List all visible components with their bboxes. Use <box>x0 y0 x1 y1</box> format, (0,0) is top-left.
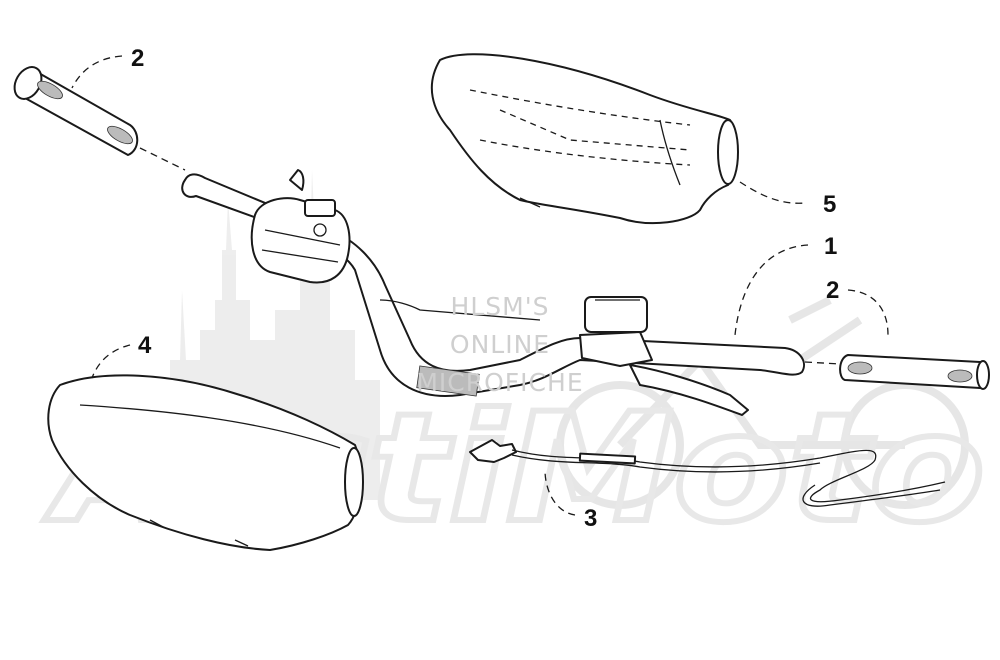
callout-2-right: 2 <box>826 277 839 304</box>
grip-left <box>13 66 139 156</box>
brake-master-cylinder <box>579 296 749 416</box>
handlebar-pad-upper <box>430 53 739 224</box>
callout-1: 1 <box>824 233 837 260</box>
watermark-line-1: HLSM'S <box>450 292 550 321</box>
callout-5: 5 <box>823 191 836 218</box>
handlebar-tube <box>181 173 805 397</box>
throttle-cable <box>469 439 946 507</box>
knurled-section <box>416 365 480 397</box>
callouts: 2 5 1 2 4 3 <box>131 45 839 532</box>
leader-5 <box>739 181 806 204</box>
grip-right <box>839 354 990 390</box>
leader-2-right <box>847 289 889 336</box>
watermark-line-2: ONLINE <box>449 330 551 359</box>
callout-3: 3 <box>584 505 597 532</box>
callout-2-left: 2 <box>131 45 144 72</box>
leader-bar-to-grip <box>804 361 841 365</box>
callout-4: 4 <box>138 332 152 359</box>
leader-grip-to-bar <box>139 147 186 171</box>
watermark-line-3: MICROFICHE <box>416 368 584 397</box>
handlebar-pad-lower <box>47 374 364 551</box>
leader-2-left <box>71 55 123 89</box>
switch-housing <box>250 169 351 284</box>
leader-lines <box>71 55 889 516</box>
leader-3 <box>544 469 576 516</box>
leader-1 <box>734 244 809 336</box>
leader-4 <box>91 344 131 379</box>
